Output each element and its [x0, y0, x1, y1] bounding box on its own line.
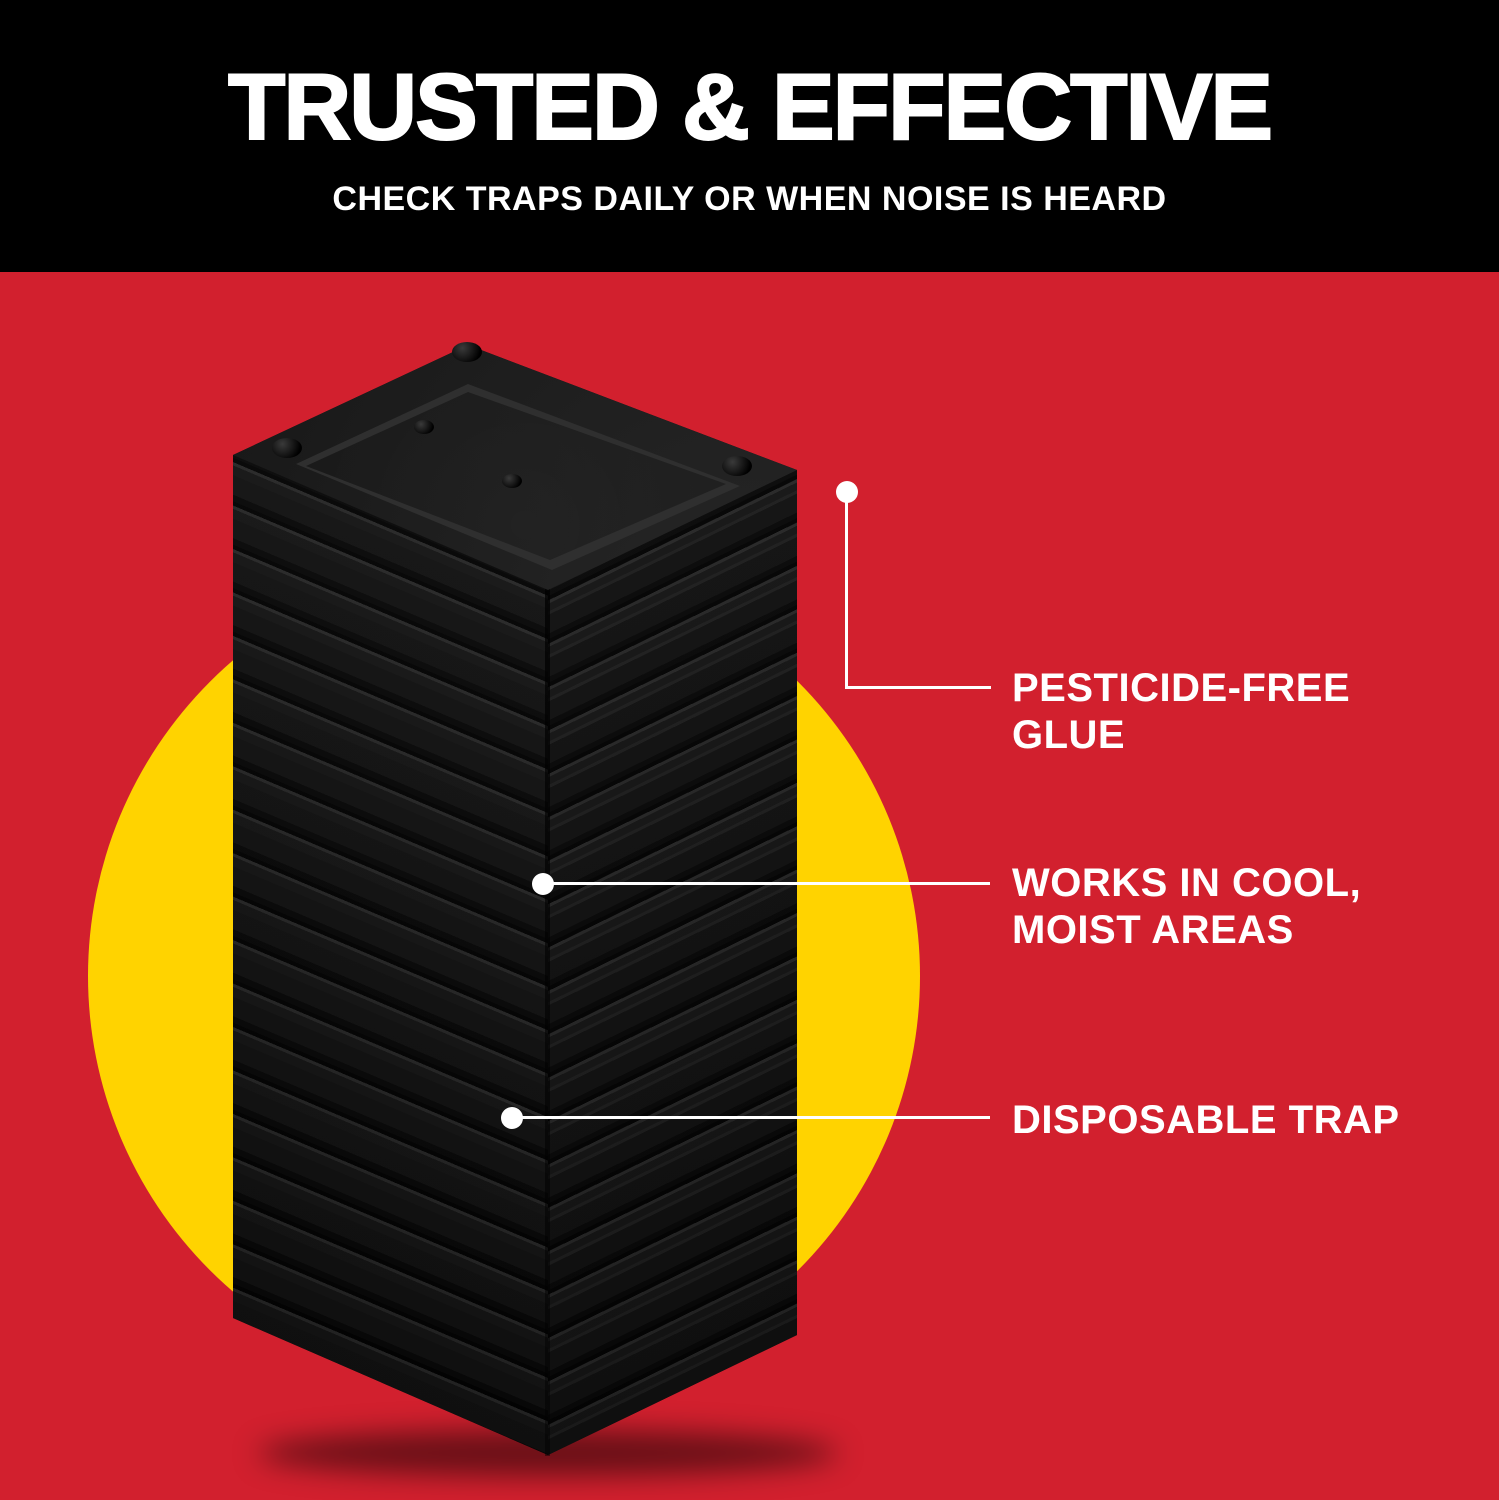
- callout-line-vertical: [845, 492, 848, 688]
- callout-label-line: WORKS IN COOL,: [1012, 861, 1362, 905]
- tray-corner-post-icon: [452, 342, 482, 362]
- callout-label-line: PESTICIDE-FREE: [1012, 666, 1351, 710]
- callout-line-horizontal: [543, 882, 990, 885]
- tray-corner-post-icon: [272, 438, 302, 458]
- stack-front-edge: [545, 588, 550, 1456]
- callout-label-pesticide-free-glue: PESTICIDE-FREE GLUE: [1012, 665, 1350, 759]
- callout-label-line: DISPOSABLE TRAP: [1012, 1098, 1400, 1142]
- callout-line-horizontal: [512, 1116, 990, 1119]
- callout-label-works-in-cool-moist-areas: WORKS IN COOL, MOIST AREAS: [1012, 860, 1361, 954]
- tray-corner-post-icon: [722, 456, 752, 476]
- callout-label-line: GLUE: [1012, 713, 1126, 757]
- callout-label-line: MOIST AREAS: [1012, 908, 1294, 952]
- tray-bump-icon: [414, 420, 434, 434]
- callout-line-horizontal: [845, 686, 991, 689]
- tray-bump-icon: [502, 474, 522, 488]
- header-banner: TRUSTED & EFFECTIVE CHECK TRAPS DAILY OR…: [0, 0, 1499, 272]
- callout-label-disposable-trap: DISPOSABLE TRAP: [1012, 1097, 1400, 1144]
- subheadline: CHECK TRAPS DAILY OR WHEN NOISE IS HEARD: [332, 180, 1167, 218]
- headline: TRUSTED & EFFECTIVE: [227, 54, 1274, 159]
